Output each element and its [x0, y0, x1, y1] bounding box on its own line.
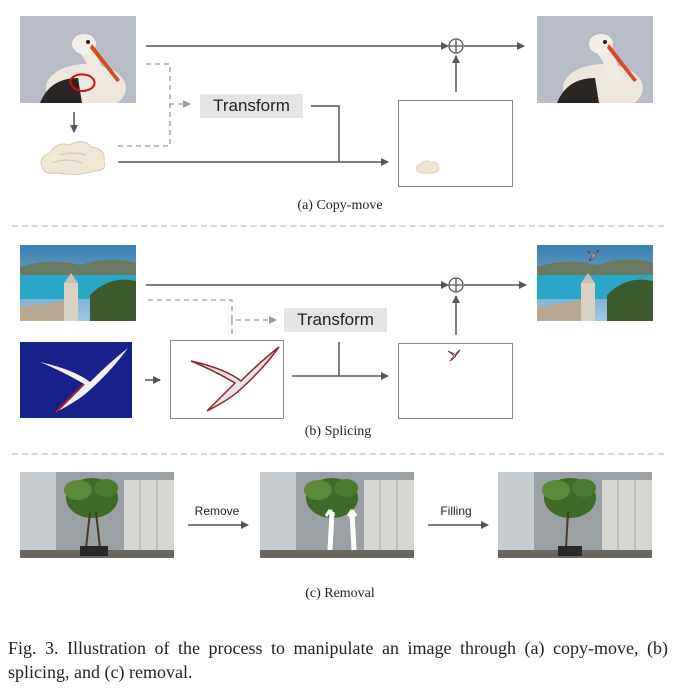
transform-box-a: Transform — [200, 94, 303, 118]
caption-splicing: (b) Splicing — [304, 424, 372, 439]
stork-source-image — [20, 16, 136, 103]
small-patch-image — [416, 160, 440, 174]
transformed-layer-frame — [398, 100, 513, 187]
caption-removal: (c) Removal — [305, 586, 375, 601]
transform-box-b: Transform — [284, 308, 387, 332]
stork-result-image — [537, 16, 653, 103]
separator-bc — [12, 453, 664, 455]
small-bird-image — [447, 349, 461, 362]
extracted-bird-image — [190, 346, 280, 412]
sum-node-a — [448, 38, 464, 54]
separator-ab — [12, 225, 664, 227]
transformed-bird-frame — [398, 343, 513, 419]
sum-node-b — [448, 277, 464, 293]
copied-patch-image — [40, 141, 106, 176]
filling-label: Filling — [440, 504, 472, 518]
dashed-b-to-transform — [148, 299, 277, 324]
figure-caption: Fig. 3. Illustration of the process to m… — [8, 638, 668, 682]
dashed-a-to-transform — [146, 63, 191, 108]
plant-original-image — [20, 472, 174, 558]
bird-source-image — [20, 342, 132, 418]
plant-filled-image — [498, 472, 652, 558]
plant-removed-image — [260, 472, 414, 558]
remove-label: Remove — [194, 504, 240, 518]
coastal-town-result-image — [537, 245, 653, 321]
extracted-bird-frame — [170, 340, 284, 419]
line-a-transform-out — [311, 105, 340, 162]
coastal-town-source-image — [20, 245, 136, 321]
caption-copy-move: (a) Copy-move — [297, 198, 383, 213]
dashed-a-patch-up — [118, 104, 171, 147]
